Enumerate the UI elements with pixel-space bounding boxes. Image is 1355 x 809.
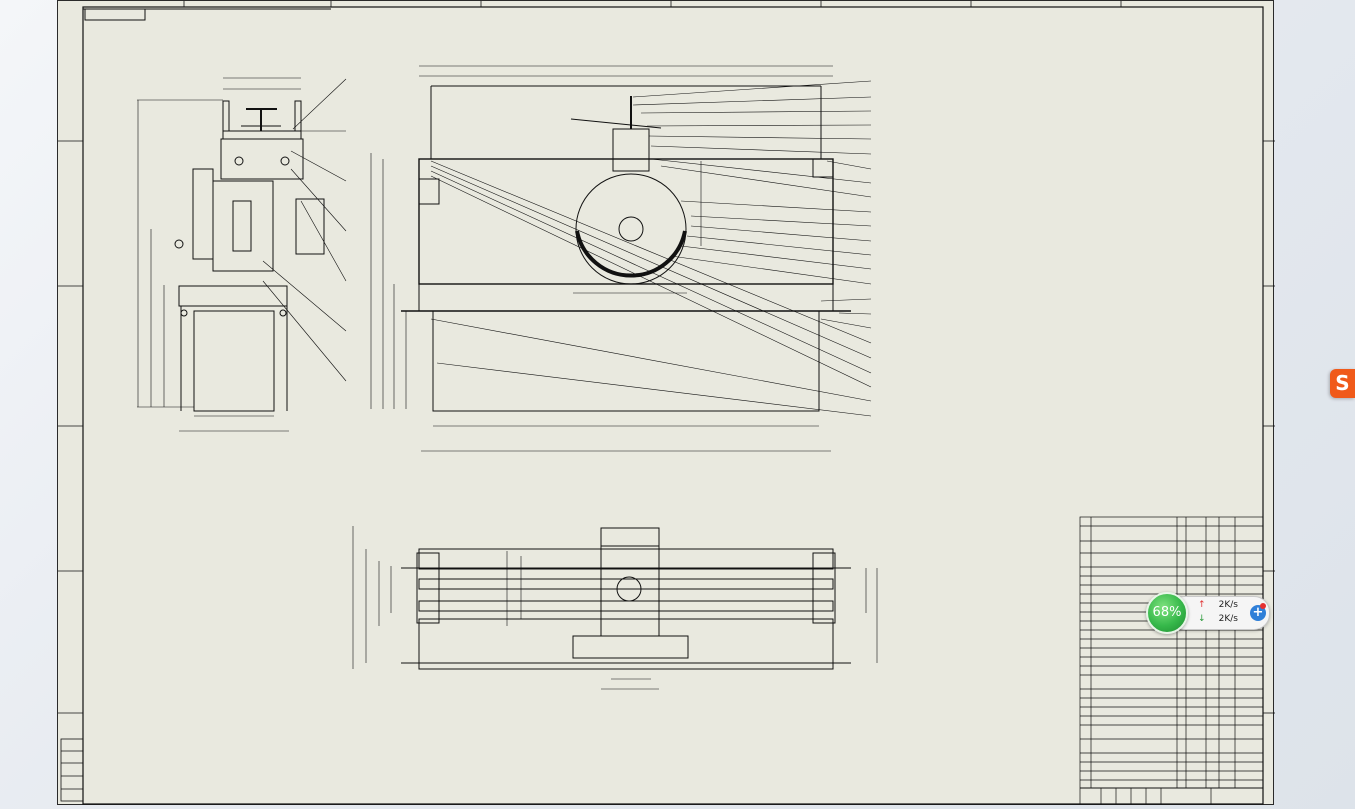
front-view (370, 65, 872, 452)
title-tab (84, 8, 146, 21)
upload-speed-value: 2K/s (1218, 600, 1238, 610)
download-arrow-icon: ↓ (1198, 614, 1206, 624)
drawing-border (82, 6, 1264, 805)
download-speed-value: 2K/s (1218, 614, 1238, 624)
zone-marks (58, 1, 1275, 714)
drawing-sheet (57, 0, 1275, 805)
notification-dot-icon (1260, 603, 1266, 609)
side-view (137, 77, 347, 432)
top-view (352, 526, 878, 690)
network-monitor-widget[interactable]: 68% ↑ 2K/s ↓ 2K/s + (1146, 592, 1270, 634)
bom-table (1079, 516, 1264, 805)
cpu-usage-ball[interactable]: 68% (1146, 592, 1188, 634)
upload-arrow-icon: ↑ (1198, 600, 1206, 610)
revision-block (60, 738, 84, 802)
download-speed: ↓ 2K/s (1198, 614, 1242, 624)
sogou-ime-icon[interactable]: S (1330, 369, 1355, 398)
add-button[interactable]: + (1250, 605, 1266, 621)
engineering-drawing (58, 1, 1275, 805)
upload-speed: ↑ 2K/s (1198, 600, 1242, 610)
